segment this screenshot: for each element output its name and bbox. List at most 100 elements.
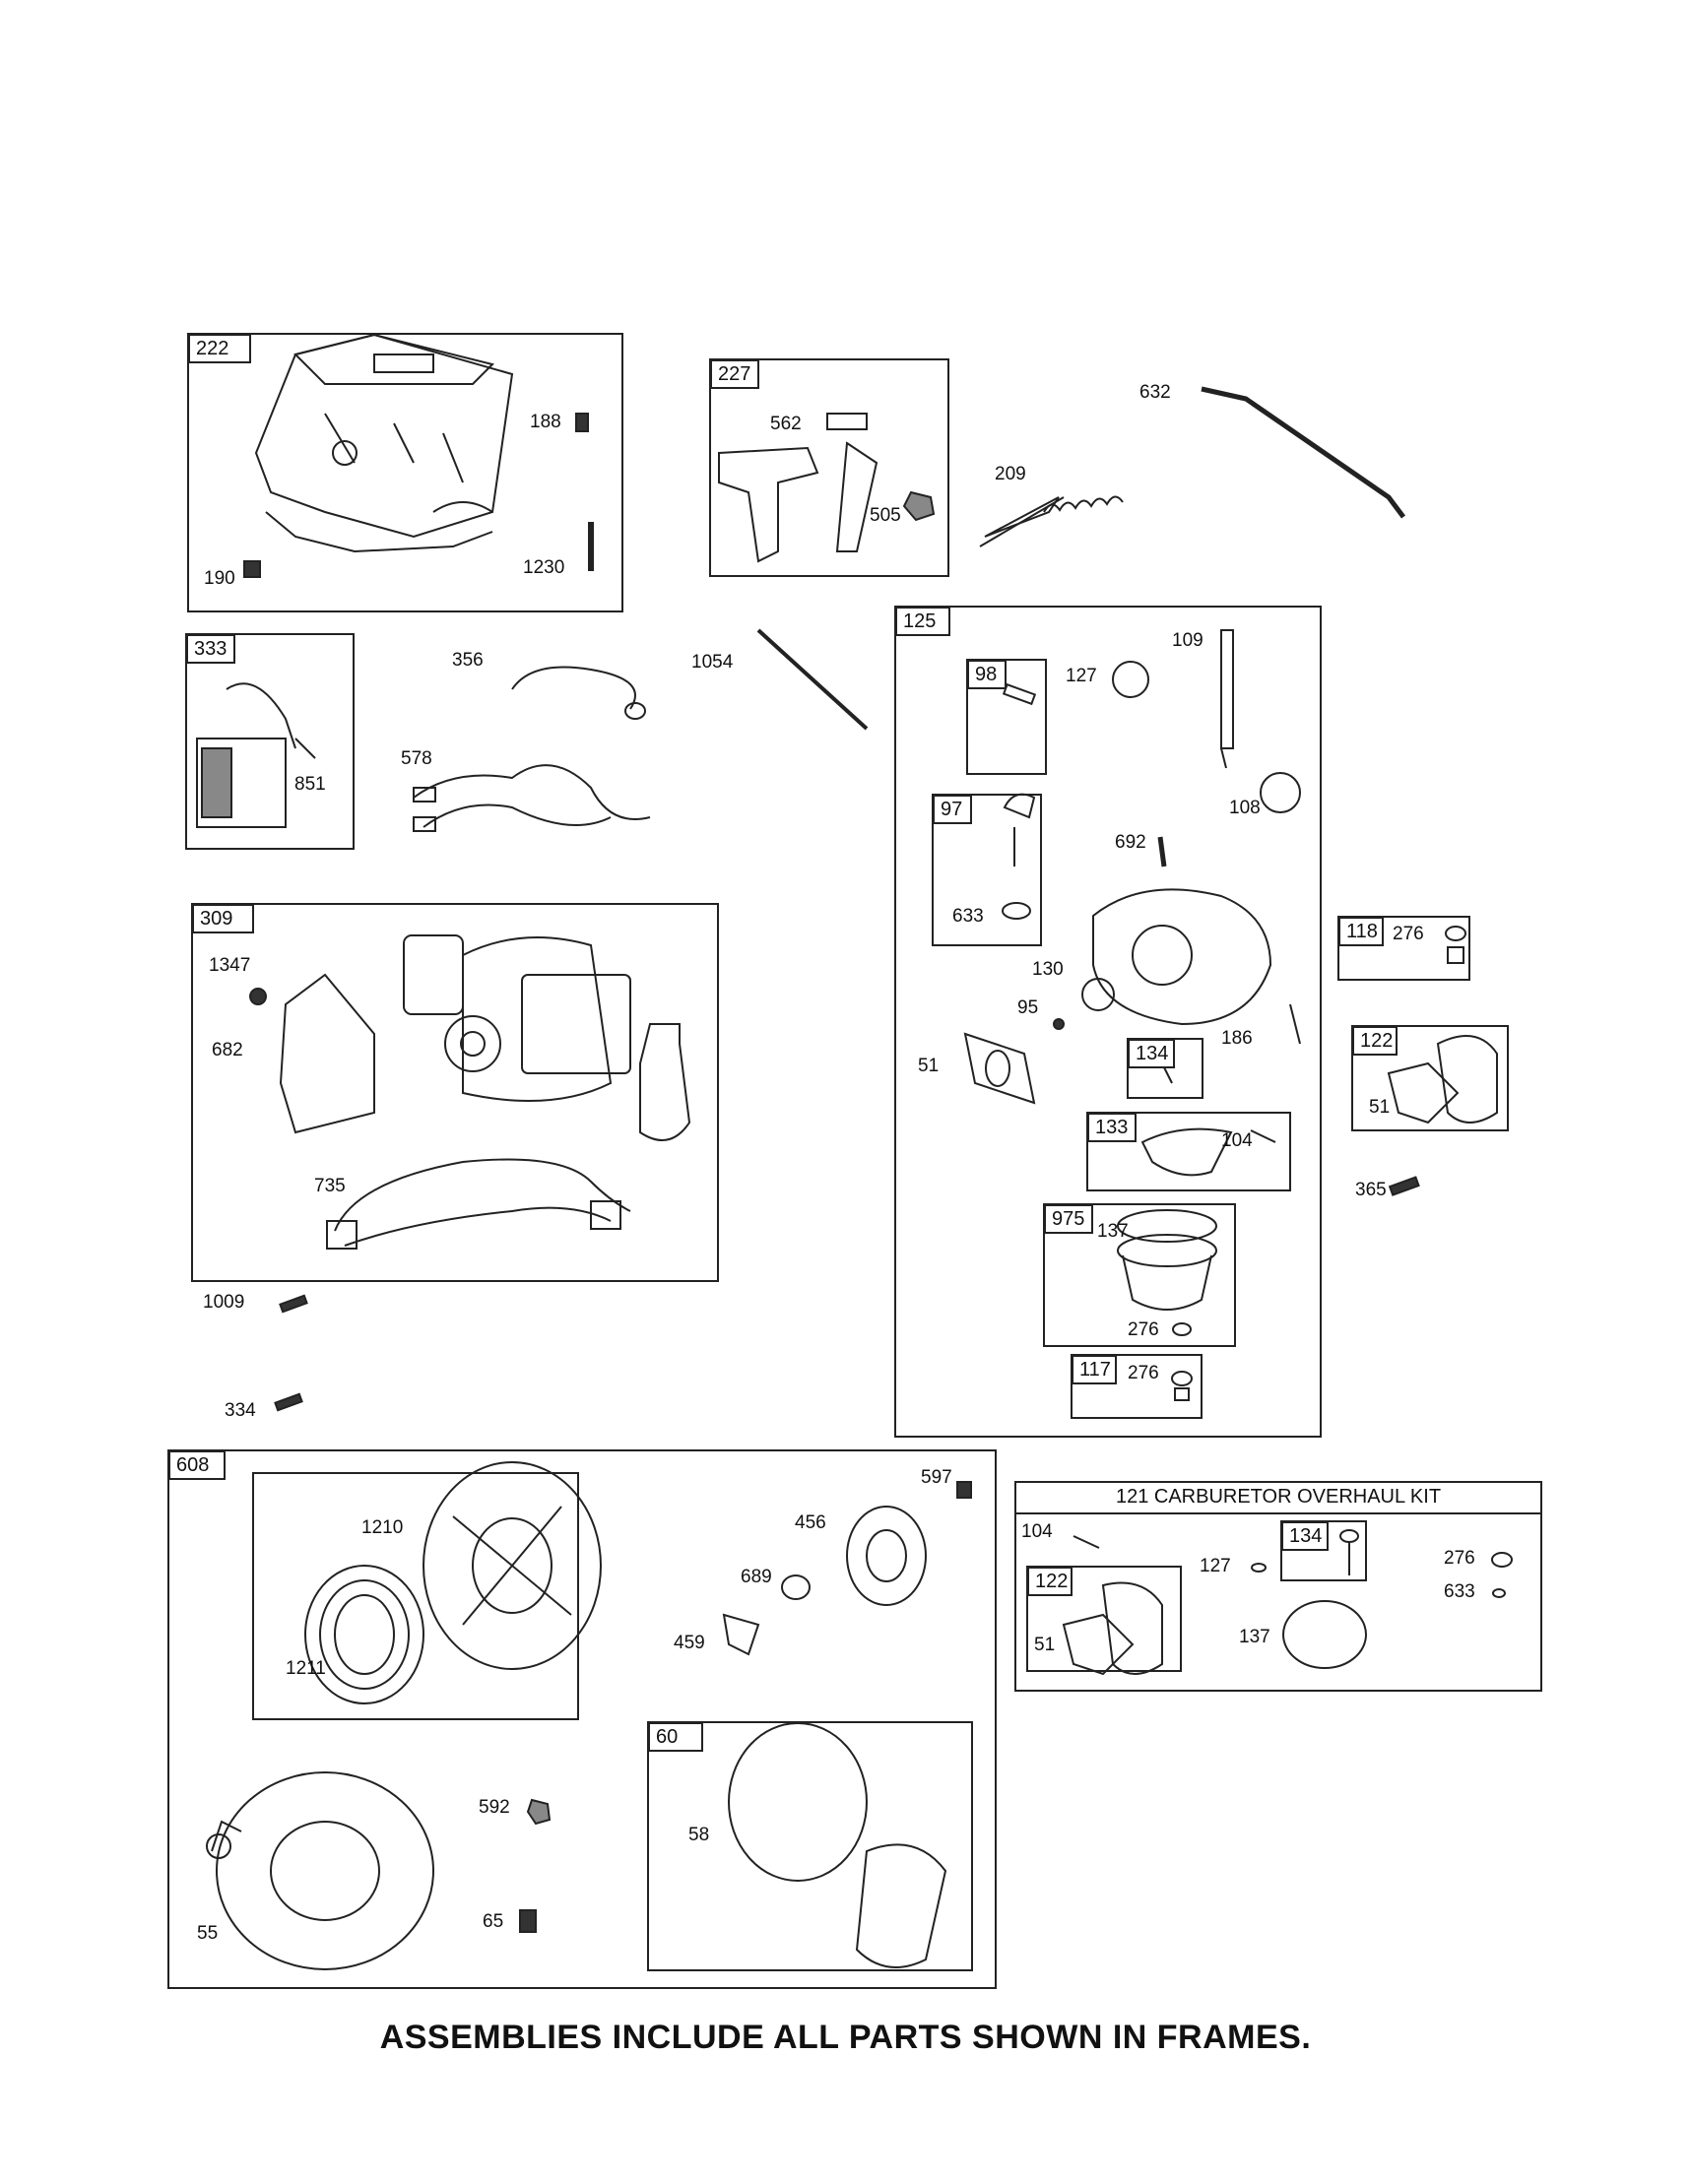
frame-label-125: 125: [895, 607, 950, 636]
part-label: 55: [197, 1923, 219, 1944]
part-label: 276: [1444, 1548, 1475, 1569]
part-label: 1054: [691, 652, 734, 673]
kit-washer-276-drawing: [1491, 1552, 1513, 1568]
part-label: 633: [952, 906, 984, 927]
part-label: 137: [1097, 1221, 1129, 1242]
frame-122b: [1026, 1566, 1182, 1672]
frame-label-222: 222: [188, 334, 251, 363]
frame-label-975: 975: [1044, 1204, 1093, 1234]
frame-label-122b: 122: [1027, 1567, 1073, 1596]
control-bracket-drawing: [254, 333, 514, 553]
kit-oring-633-drawing: [1492, 1588, 1506, 1598]
part-label: 578: [401, 748, 432, 769]
wire-735-drawing: [326, 1158, 631, 1250]
part-label: 186: [1221, 1028, 1253, 1049]
part-label: 104: [1221, 1130, 1253, 1151]
part-label: 276: [1128, 1363, 1159, 1383]
part-label: 1211: [286, 1658, 326, 1679]
wire-578-drawing: [413, 764, 651, 832]
part-label: 276: [1128, 1319, 1159, 1340]
part-label: 104: [1021, 1521, 1053, 1542]
kit-jet-134-drawing: [1339, 1529, 1359, 1575]
part-label: 276: [1393, 924, 1424, 944]
frame-227: [709, 358, 949, 577]
frame-98: [966, 659, 1047, 775]
frame-309: [191, 903, 719, 1282]
part-label: 735: [314, 1176, 346, 1196]
screw-334-drawing: [274, 1392, 303, 1412]
lever-227-drawing: [718, 413, 936, 563]
part-label: 209: [995, 464, 1026, 484]
part-label: 334: [225, 1400, 256, 1421]
screw-1009-drawing: [279, 1294, 308, 1314]
part-label: 592: [479, 1797, 510, 1818]
frame-label-309: 309: [192, 904, 254, 933]
part-label: 682: [212, 1040, 243, 1060]
screw-65-drawing: [519, 1909, 537, 1933]
part-label: 130: [1032, 959, 1064, 980]
engine-assembly-309-drawing: [249, 934, 691, 1141]
frame-label-97: 97: [933, 795, 972, 824]
frame-333: [185, 633, 355, 850]
kit-title-divider: [1014, 1512, 1542, 1514]
nut-592-drawing: [526, 1798, 552, 1826]
part-label: 851: [294, 774, 326, 795]
ground-wire-356-drawing: [511, 666, 646, 720]
starter-housing-55-drawing: [206, 1771, 434, 1970]
part-label: 597: [921, 1467, 952, 1488]
part-label: 109: [1172, 630, 1203, 651]
frame-60: [647, 1721, 973, 1971]
cable-tie-1054-drawing: [756, 628, 869, 731]
part-label: 188: [530, 412, 561, 432]
screw-365-drawing: [1388, 1176, 1420, 1196]
frame-label-608: 608: [168, 1450, 226, 1480]
part-label: 190: [204, 568, 235, 589]
frame-label-134a: 134: [1128, 1039, 1175, 1068]
part-label: 356: [452, 650, 484, 671]
frame-kit-121: [1014, 1481, 1542, 1692]
part-label: 127: [1066, 666, 1097, 686]
washer-276-118-drawing: [1445, 926, 1466, 941]
kit-gasket-137-drawing: [1282, 1600, 1367, 1669]
frame-117: [1071, 1354, 1203, 1419]
armature-333-drawing: [196, 682, 316, 828]
starter-pulley-drawing: [304, 1461, 602, 1704]
frame-label-117: 117: [1072, 1355, 1117, 1384]
part-label: 95: [1017, 997, 1039, 1018]
part-label: 505: [870, 505, 901, 526]
gasket-122-drawing: [1387, 1035, 1498, 1124]
frame-pulley: [252, 1472, 579, 1720]
screw-188-drawing: [575, 413, 589, 432]
frame-label-333: 333: [186, 634, 235, 664]
frame-133: [1086, 1112, 1291, 1191]
frame-608: [167, 1449, 997, 1989]
frame-222: [187, 333, 623, 612]
frame-label-134b: 134: [1281, 1521, 1329, 1551]
part-label: 108: [1229, 798, 1261, 818]
part-label: 689: [741, 1567, 772, 1587]
part-label: 1009: [203, 1292, 245, 1313]
frame-label-122a: 122: [1352, 1026, 1398, 1056]
frame-975: [1043, 1203, 1236, 1347]
part-label: 562: [770, 414, 802, 434]
frame-label-118: 118: [1338, 917, 1384, 946]
part-label: 137: [1239, 1627, 1270, 1647]
kit-plug-127-drawing: [1251, 1563, 1267, 1573]
part-label: 365: [1355, 1180, 1387, 1200]
rope-guide-58-drawing: [728, 1722, 947, 1968]
kit-title: 121 CARBURETOR OVERHAUL KIT: [1115, 1486, 1442, 1508]
part-label: 1210: [361, 1517, 404, 1538]
starter-parts-drawing: [722, 1481, 972, 1656]
part-label: 1230: [523, 557, 565, 578]
part-label: 58: [688, 1825, 710, 1845]
frame-label-133: 133: [1087, 1113, 1137, 1142]
part-label: 456: [795, 1512, 826, 1533]
part-label: 633: [1444, 1581, 1475, 1602]
part-label: 65: [483, 1911, 504, 1932]
spring-209-drawing: [979, 495, 1124, 547]
screw-190-drawing: [243, 560, 261, 578]
frame-label-227: 227: [710, 359, 759, 389]
fitting-118-drawing: [1447, 946, 1464, 964]
